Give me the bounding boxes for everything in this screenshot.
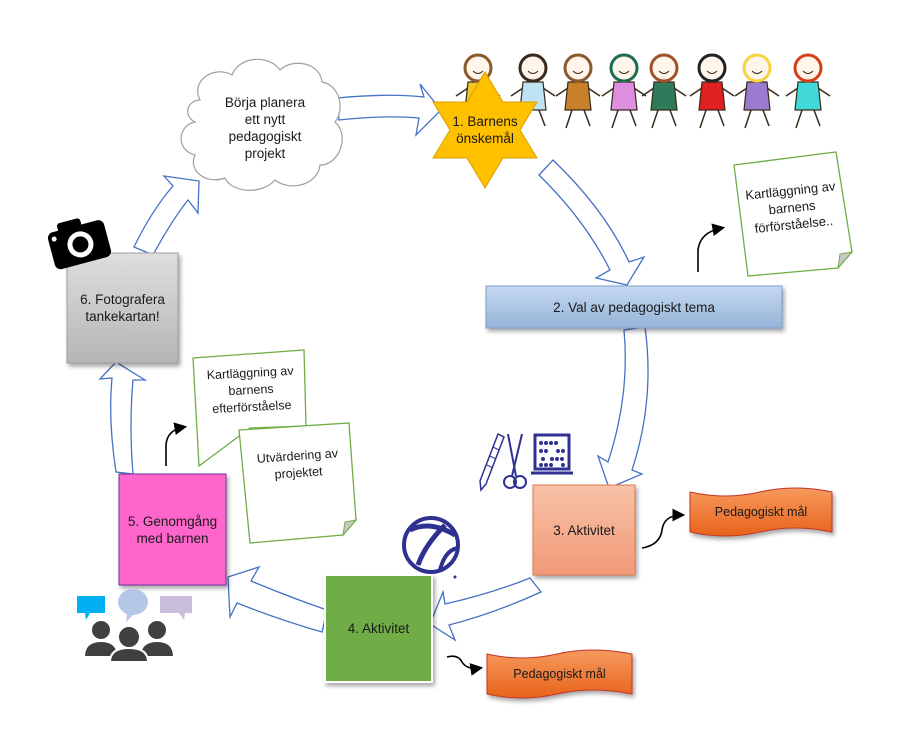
- scissors-icon: [503, 433, 527, 489]
- school-supplies-icons: [479, 432, 573, 492]
- connector-arrow-step5-to-notes: [165, 422, 188, 466]
- start-cloud: [180, 58, 343, 191]
- camera-icon: [47, 218, 112, 270]
- flow-arrow-step3-to-step4: [429, 577, 543, 642]
- step6-label: 6. Fotografera tankekartan!: [80, 292, 165, 324]
- step4-activity-box: [324, 574, 433, 683]
- goal-banner-step4: [486, 649, 633, 699]
- connector-arrow-step2-to-note: [697, 223, 726, 272]
- step3-label: 3. Aktivitet: [553, 522, 615, 538]
- flow-arrow-step2-to-step3: [596, 326, 649, 489]
- step2-label: 2. Val av pedagogiskt tema: [553, 299, 715, 315]
- pencil-icon: [479, 432, 505, 492]
- flow-arrow-step1-to-step2: [538, 159, 646, 286]
- flow-arrow-step5-to-step6: [98, 361, 148, 475]
- note-evaluation: [238, 422, 358, 544]
- goal-step3-text: Pedagogiskt mål: [714, 504, 808, 519]
- step5-label: 5. Genomgång med barnen: [127, 513, 218, 546]
- step5-review-box: [118, 473, 227, 586]
- child-figure: [555, 53, 601, 129]
- step3-activity-box: [532, 484, 636, 576]
- child-figure: [689, 53, 735, 129]
- step6-photo-box: [66, 252, 179, 364]
- child-figure: [510, 53, 556, 129]
- note-preunderstanding-text: Kartläggning av barnens förförståelse..: [744, 177, 836, 236]
- start-cloud-text: Börja planera ett nytt pedagogiskt proje…: [224, 95, 306, 161]
- child-figure: [785, 53, 831, 129]
- child-figure: [734, 53, 780, 129]
- step2-theme-box: [485, 285, 783, 329]
- note-evaluation-text: Utvärdering av projektet: [256, 446, 339, 482]
- flow-arrow-step4-to-step5: [227, 565, 328, 633]
- connector-arrow-step4-to-goal: [446, 655, 484, 676]
- child-figure: [641, 53, 687, 129]
- discussion-group-icon: [77, 589, 192, 663]
- note-postunderstanding-text: Kartläggning av barnens efterförståelse: [206, 363, 294, 416]
- note-preunderstanding: [733, 151, 854, 277]
- flow-arrow-cloud-to-step1: [336, 83, 442, 137]
- step4-label: 4. Aktivitet: [347, 621, 410, 636]
- child-figure: [601, 53, 647, 129]
- volleyball-icon: [402, 516, 460, 579]
- abacus-icon: [531, 433, 573, 475]
- step1-star: [432, 71, 538, 189]
- flow-arrow-step6-to-cloud: [133, 175, 200, 256]
- connector-arrow-step3-to-goal: [641, 508, 686, 549]
- step1-label: 1. Barnens önskemål: [452, 114, 518, 146]
- children-holding-hands-illustration: [455, 53, 831, 129]
- goal-step4-text: Pedagogiskt mål: [513, 666, 606, 681]
- goal-banner-step3: [689, 487, 833, 537]
